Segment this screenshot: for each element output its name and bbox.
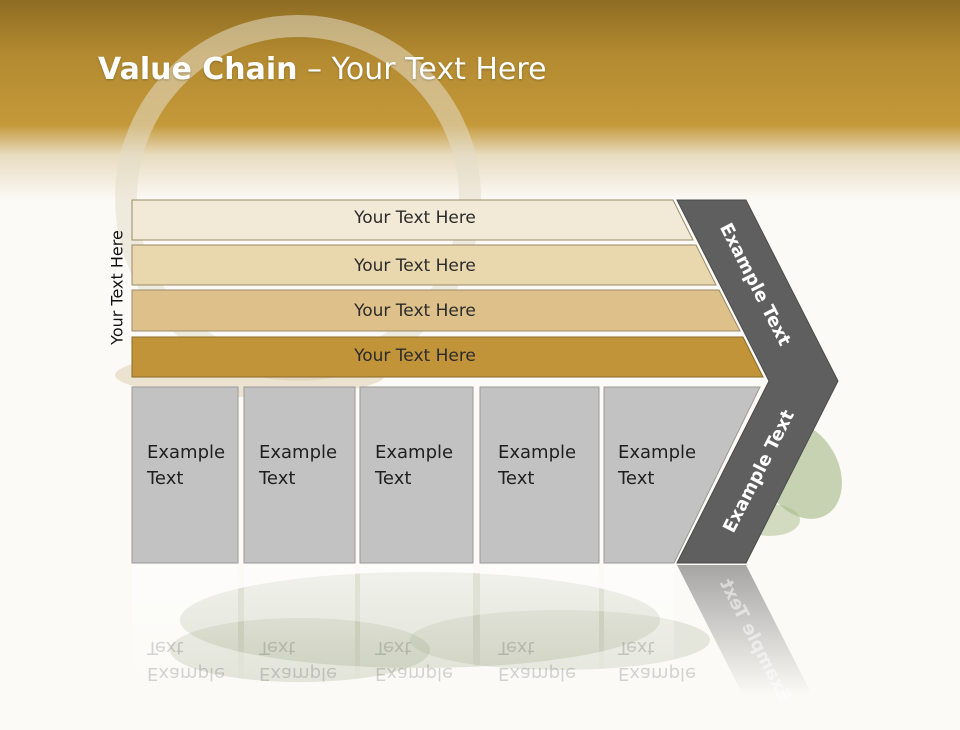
cell-text-3-line2: Text bbox=[375, 468, 412, 489]
band-1 bbox=[131, 199, 694, 241]
cell-text-3-line1: Example bbox=[375, 442, 454, 463]
page-title: Value Chain – Your Text Here bbox=[98, 52, 547, 87]
title-bold: Value Chain bbox=[98, 52, 298, 87]
band-2 bbox=[131, 244, 717, 286]
cell-2 bbox=[243, 386, 356, 564]
cell-text-2-line1: Example bbox=[259, 442, 338, 463]
cell-text-2: Example Text bbox=[259, 440, 337, 492]
cell-text-1-line1: Example bbox=[147, 442, 226, 463]
cell-text-4: Example Text bbox=[498, 440, 576, 492]
cell-text-5-line1: Example bbox=[618, 442, 697, 463]
cell-3 bbox=[359, 386, 474, 564]
cell-text-1-line2: Text bbox=[147, 468, 184, 489]
cell-5-reflection bbox=[604, 565, 674, 695]
cell-text-4-reflection-line1: Example bbox=[498, 663, 577, 684]
chevron-arrow bbox=[676, 199, 839, 564]
band-label-1: Your Text Here bbox=[354, 208, 476, 228]
cell-text-5-reflection-line1: Example bbox=[618, 663, 697, 684]
cell-text-3-reflection-line1: Example bbox=[375, 663, 454, 684]
side-label: Your Text Here bbox=[107, 230, 127, 345]
cell-3-reflection bbox=[360, 565, 473, 695]
cell-4 bbox=[479, 386, 600, 564]
cell-text-3-reflection-line2: Text bbox=[375, 637, 412, 658]
title-rest: – Your Text Here bbox=[297, 52, 547, 87]
cell-text-2-line2: Text bbox=[259, 468, 296, 489]
cell-text-2-reflection-line1: Example bbox=[259, 663, 338, 684]
cell-text-5-line2: Text bbox=[618, 468, 655, 489]
cell-2-reflection bbox=[244, 565, 355, 695]
cell-text-4-line2: Text bbox=[498, 468, 535, 489]
reflection-group bbox=[132, 565, 812, 695]
chevron-reflection bbox=[677, 565, 812, 695]
cell-text-3: Example Text bbox=[375, 440, 453, 492]
cell-text-1-reflection-line2: Text bbox=[147, 637, 184, 658]
band-3 bbox=[131, 289, 741, 332]
band-4 bbox=[131, 336, 764, 378]
cell-text-2-reflection: Example Text bbox=[259, 634, 337, 686]
cell-text-5-reflection: Example Text bbox=[618, 634, 696, 686]
cell-text-1-reflection: Example Text bbox=[147, 634, 225, 686]
cell-5 bbox=[603, 386, 761, 564]
band-label-3: Your Text Here bbox=[354, 301, 476, 321]
cell-text-5: Example Text bbox=[618, 440, 696, 492]
cell-1-reflection bbox=[132, 565, 238, 695]
cell-text-3-reflection: Example Text bbox=[375, 634, 453, 686]
band-label-2: Your Text Here bbox=[354, 256, 476, 276]
cell-text-2-reflection-line2: Text bbox=[259, 637, 296, 658]
cell-text-1: Example Text bbox=[147, 440, 225, 492]
band-label-4: Your Text Here bbox=[354, 346, 476, 366]
cell-1 bbox=[131, 386, 239, 564]
cell-text-5-reflection-line2: Text bbox=[618, 637, 655, 658]
cell-text-4-reflection: Example Text bbox=[498, 634, 576, 686]
cell-text-4-line1: Example bbox=[498, 442, 577, 463]
cell-text-4-reflection-line2: Text bbox=[498, 637, 535, 658]
cell-4-reflection bbox=[480, 565, 599, 695]
cell-text-1-reflection-line1: Example bbox=[147, 663, 226, 684]
